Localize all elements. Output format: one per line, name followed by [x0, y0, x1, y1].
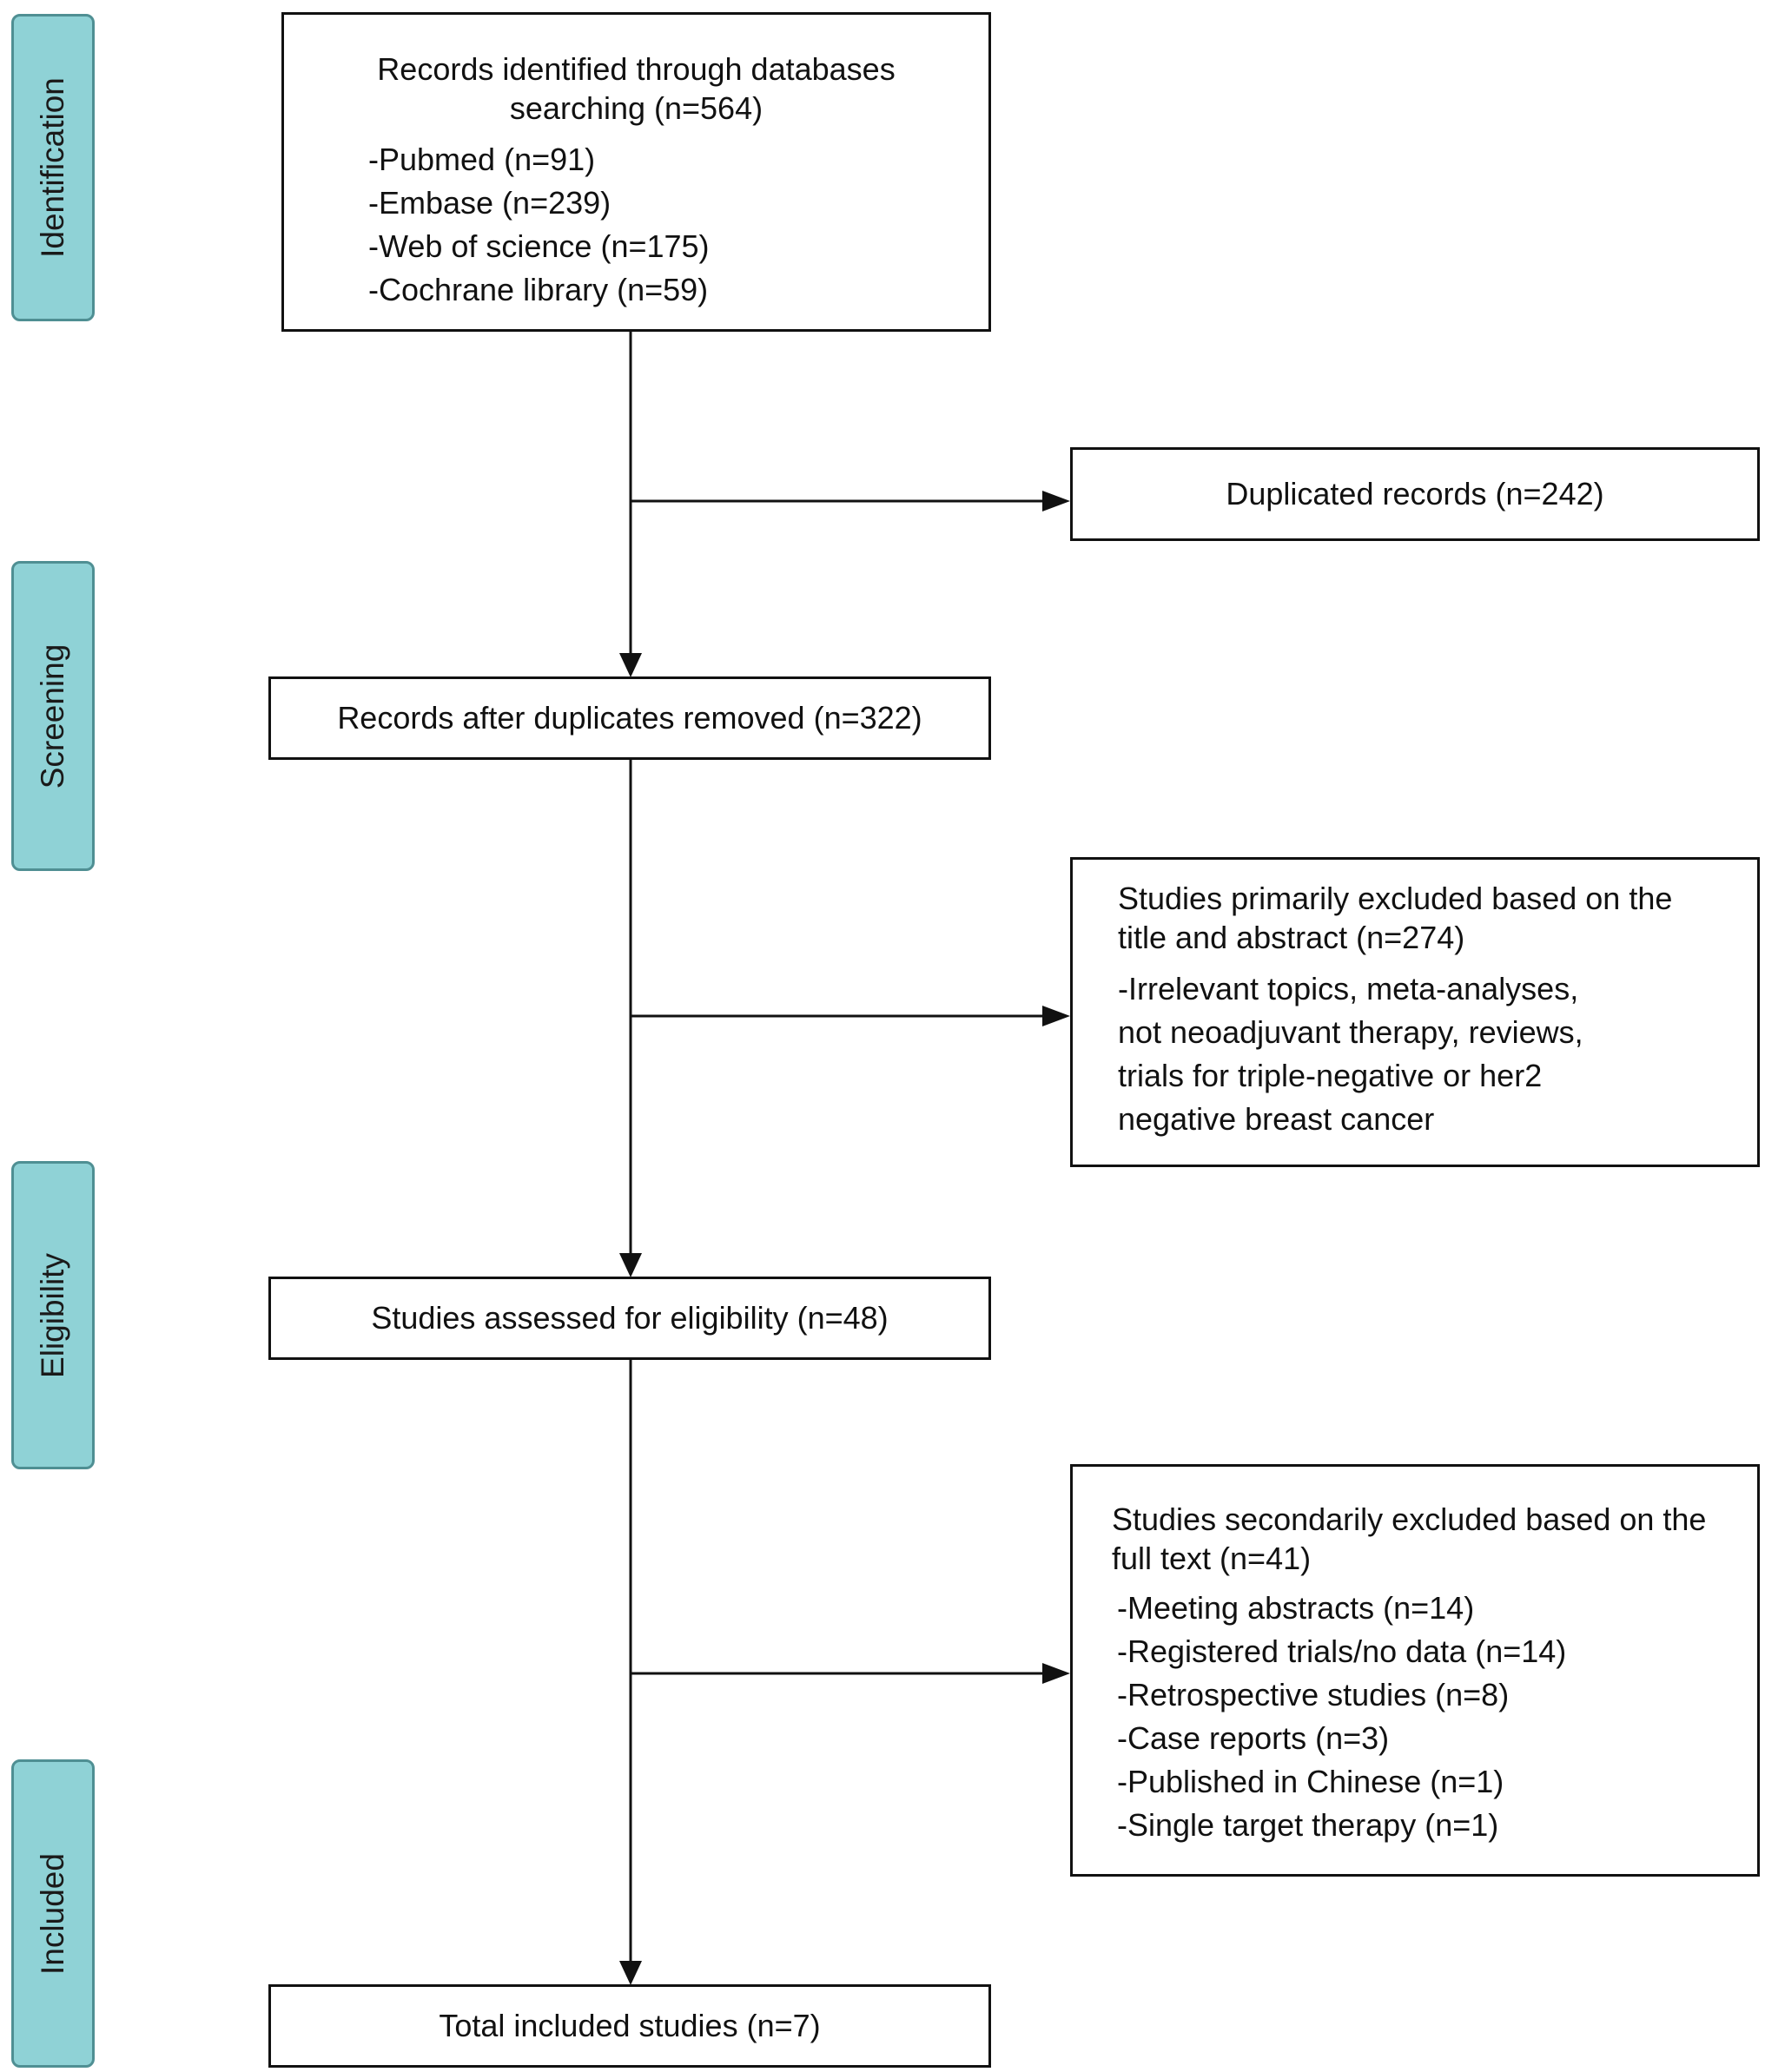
- records-after-duplicates-box: Records after duplicates removed (n=322): [268, 676, 991, 760]
- reason-case-reports: -Case reports (n=3): [1117, 1720, 1390, 1756]
- reason-retrospective: -Retrospective studies (n=8): [1117, 1677, 1510, 1712]
- excluded-primary-heading-line1: Studies primarily excluded based on the: [1118, 881, 1673, 916]
- reason-published-chinese: -Published in Chinese (n=1): [1117, 1764, 1504, 1799]
- arrowhead-eligibility: [619, 1253, 642, 1277]
- stage-included: Included: [11, 1759, 95, 2068]
- eligibility-text: Studies assessed for eligibility (n=48): [371, 1300, 889, 1336]
- arrowhead-duplicates: [1042, 491, 1070, 511]
- excluded-secondary-heading-line2: full text (n=41): [1112, 1541, 1312, 1576]
- stage-screening: Screening: [11, 561, 95, 871]
- excluded-primary-heading: Studies primarily excluded based on the …: [1118, 879, 1757, 957]
- excluded-primary-reasons: -Irrelevant topics, meta-analyses, not n…: [1118, 971, 1583, 1137]
- excluded-secondary-heading-line1: Studies secondarily excluded based on th…: [1112, 1501, 1707, 1537]
- arrowhead-included: [619, 1961, 642, 1985]
- stage-eligibility: Eligibility: [11, 1161, 95, 1469]
- excluded-secondary-reason-list: -Meeting abstracts (n=14) -Registered tr…: [1112, 1587, 1757, 1847]
- reason-registered-trials: -Registered trials/no data (n=14): [1117, 1633, 1567, 1669]
- records-identified-box: Records identified through databases sea…: [281, 12, 991, 332]
- arrowhead-excluded-primary: [1042, 1006, 1070, 1026]
- source-cochrane: -Cochrane library (n=59): [368, 272, 709, 307]
- database-source-list: -Pubmed (n=91) -Embase (n=239) -Web of s…: [284, 138, 988, 312]
- source-embase: -Embase (n=239): [368, 185, 611, 221]
- records-after-duplicates-text: Records after duplicates removed (n=322): [337, 700, 922, 736]
- source-web-of-science: -Web of science (n=175): [368, 228, 710, 264]
- excluded-secondary-heading: Studies secondarily excluded based on th…: [1112, 1500, 1757, 1578]
- duplicated-records-box: Duplicated records (n=242): [1070, 447, 1760, 541]
- duplicated-records-text: Duplicated records (n=242): [1226, 476, 1604, 511]
- reason-meeting-abstracts: -Meeting abstracts (n=14): [1117, 1590, 1475, 1626]
- records-identified-heading: Records identified through databases sea…: [284, 49, 988, 128]
- reason-single-target: -Single target therapy (n=1): [1117, 1807, 1499, 1843]
- source-pubmed: -Pubmed (n=91): [368, 142, 596, 177]
- excluded-primary-box: Studies primarily excluded based on the …: [1070, 857, 1760, 1167]
- stage-identification: Identification: [11, 14, 95, 321]
- included-studies-box: Total included studies (n=7): [268, 1984, 991, 2068]
- arrowhead-excluded-secondary: [1042, 1663, 1070, 1684]
- excluded-primary-heading-line2: title and abstract (n=274): [1118, 920, 1465, 955]
- records-identified-heading-line2: searching (n=564): [509, 90, 764, 126]
- included-studies-text: Total included studies (n=7): [439, 2008, 821, 2043]
- excluded-secondary-box: Studies secondarily excluded based on th…: [1070, 1464, 1760, 1877]
- records-identified-heading-line1: Records identified through databases: [377, 51, 896, 87]
- arrowhead-screening: [619, 653, 642, 677]
- eligibility-box: Studies assessed for eligibility (n=48): [268, 1277, 991, 1360]
